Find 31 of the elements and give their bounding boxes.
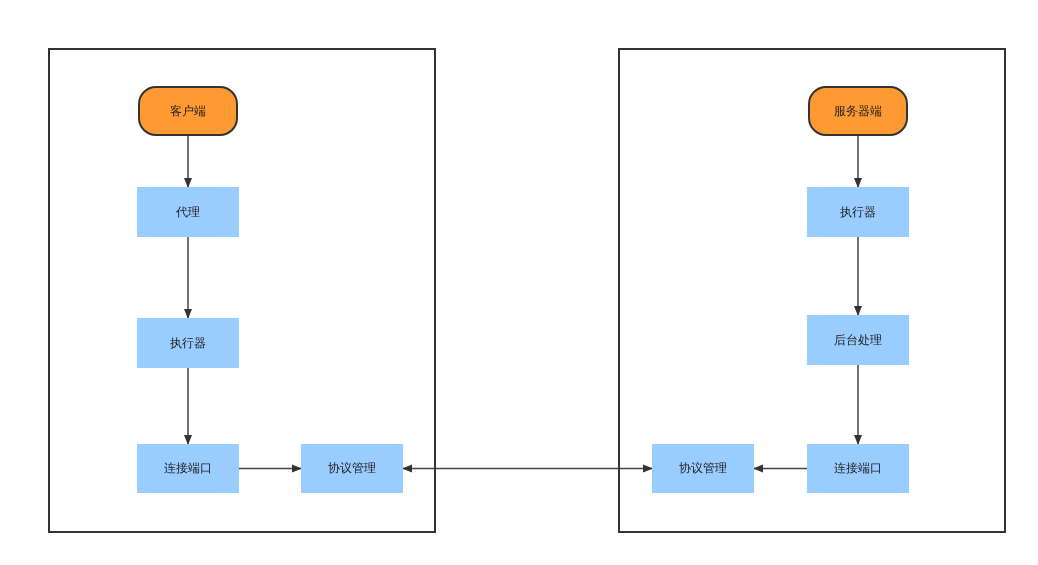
group-frame bbox=[48, 48, 436, 533]
node-label: 连接端口 bbox=[164, 460, 212, 477]
process-box bbox=[807, 315, 909, 365]
node-label: 协议管理 bbox=[328, 460, 376, 477]
node-label: 执行器 bbox=[170, 334, 206, 352]
arrow bbox=[854, 236, 862, 316]
arrow bbox=[402, 464, 653, 473]
process-box bbox=[807, 187, 909, 237]
node-label: 协议管理 bbox=[679, 460, 727, 477]
process-box bbox=[301, 444, 403, 493]
process-box bbox=[137, 187, 239, 237]
process-box bbox=[137, 318, 239, 368]
terminal-node bbox=[138, 86, 238, 136]
node-label: 客户端 bbox=[170, 102, 206, 120]
arrow bbox=[854, 364, 862, 445]
arrow bbox=[184, 236, 192, 319]
node-label: 代理 bbox=[176, 203, 200, 221]
arrow bbox=[184, 135, 192, 188]
arrow bbox=[854, 135, 862, 188]
group-frame bbox=[618, 48, 1006, 533]
arrow bbox=[753, 464, 808, 473]
terminal-node bbox=[808, 86, 908, 136]
node-label: 连接端口 bbox=[834, 460, 882, 477]
process-box bbox=[652, 444, 754, 493]
process-box bbox=[807, 444, 909, 493]
node-label: 后台处理 bbox=[834, 331, 882, 349]
node-label: 服务器端 bbox=[834, 102, 882, 120]
arrow bbox=[238, 464, 302, 473]
arrow bbox=[184, 367, 192, 445]
node-label: 执行器 bbox=[840, 203, 876, 221]
process-box bbox=[137, 444, 239, 493]
